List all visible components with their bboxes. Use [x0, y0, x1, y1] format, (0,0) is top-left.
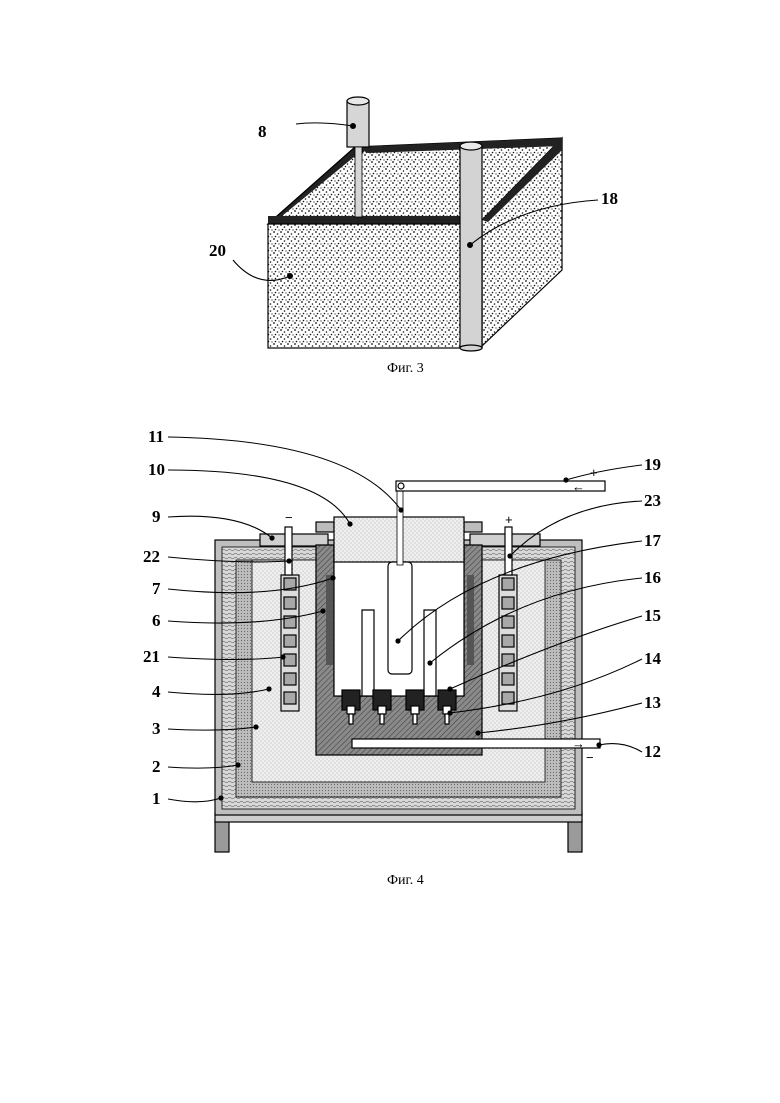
label-15: 15 — [644, 606, 661, 625]
label-9: 9 — [152, 507, 161, 526]
label-22: 22 — [143, 547, 160, 566]
electrode-16-right — [424, 610, 436, 696]
sign-plus-right: + — [505, 512, 513, 527]
label-6: 6 — [152, 611, 161, 630]
caption-fig4: Фиг. 4 — [387, 873, 424, 888]
terminal-22 — [285, 527, 292, 575]
box-rim-front — [268, 216, 482, 224]
label-11: 11 — [148, 427, 164, 446]
heaters-21-right — [499, 575, 517, 711]
label-23: 23 — [644, 491, 661, 510]
figure-4: 11 10 9 22 7 6 21 4 3 2 1 19 23 17 16 15… — [143, 427, 662, 888]
label-7: 7 — [152, 579, 161, 598]
label-2: 2 — [152, 757, 161, 776]
sign-minus-left: − — [285, 510, 293, 525]
label-3: 3 — [152, 719, 161, 738]
arrow-right-12: → — [572, 736, 585, 751]
label-1: 1 — [152, 789, 161, 808]
sign-plus-19: + — [590, 465, 598, 480]
leg-left — [215, 820, 229, 852]
lid-tab-left — [316, 522, 334, 532]
lid-9-left — [260, 534, 328, 546]
label-18: 18 — [601, 189, 618, 208]
electrode-17-rod — [397, 485, 403, 565]
label-14: 14 — [644, 649, 662, 668]
label-17: 17 — [644, 531, 662, 550]
label-8: 8 — [258, 122, 267, 141]
terminal-23 — [505, 527, 512, 575]
label-10: 10 — [148, 460, 165, 479]
label-16: 16 — [644, 568, 661, 587]
figure-3: 8 18 20 Фиг. 3 — [209, 97, 618, 376]
label-19: 19 — [644, 455, 661, 474]
label-4: 4 — [152, 682, 161, 701]
sign-minus-12: − — [586, 750, 594, 765]
electrode-17 — [388, 562, 412, 674]
heaters-21-left — [281, 575, 299, 711]
lid-tab-right — [464, 522, 482, 532]
arrow-left-19: ← — [572, 479, 585, 494]
label-20: 20 — [209, 241, 226, 260]
label-13: 13 — [644, 693, 661, 712]
electrode-16-left — [362, 610, 374, 696]
label-12: 12 — [644, 742, 661, 761]
caption-fig3: Фиг. 3 — [387, 361, 424, 376]
box-front-face — [268, 224, 482, 348]
label-21: 21 — [143, 647, 160, 666]
current-lead-12 — [352, 739, 600, 748]
leg-right — [568, 820, 582, 852]
wall-7 — [326, 575, 333, 665]
